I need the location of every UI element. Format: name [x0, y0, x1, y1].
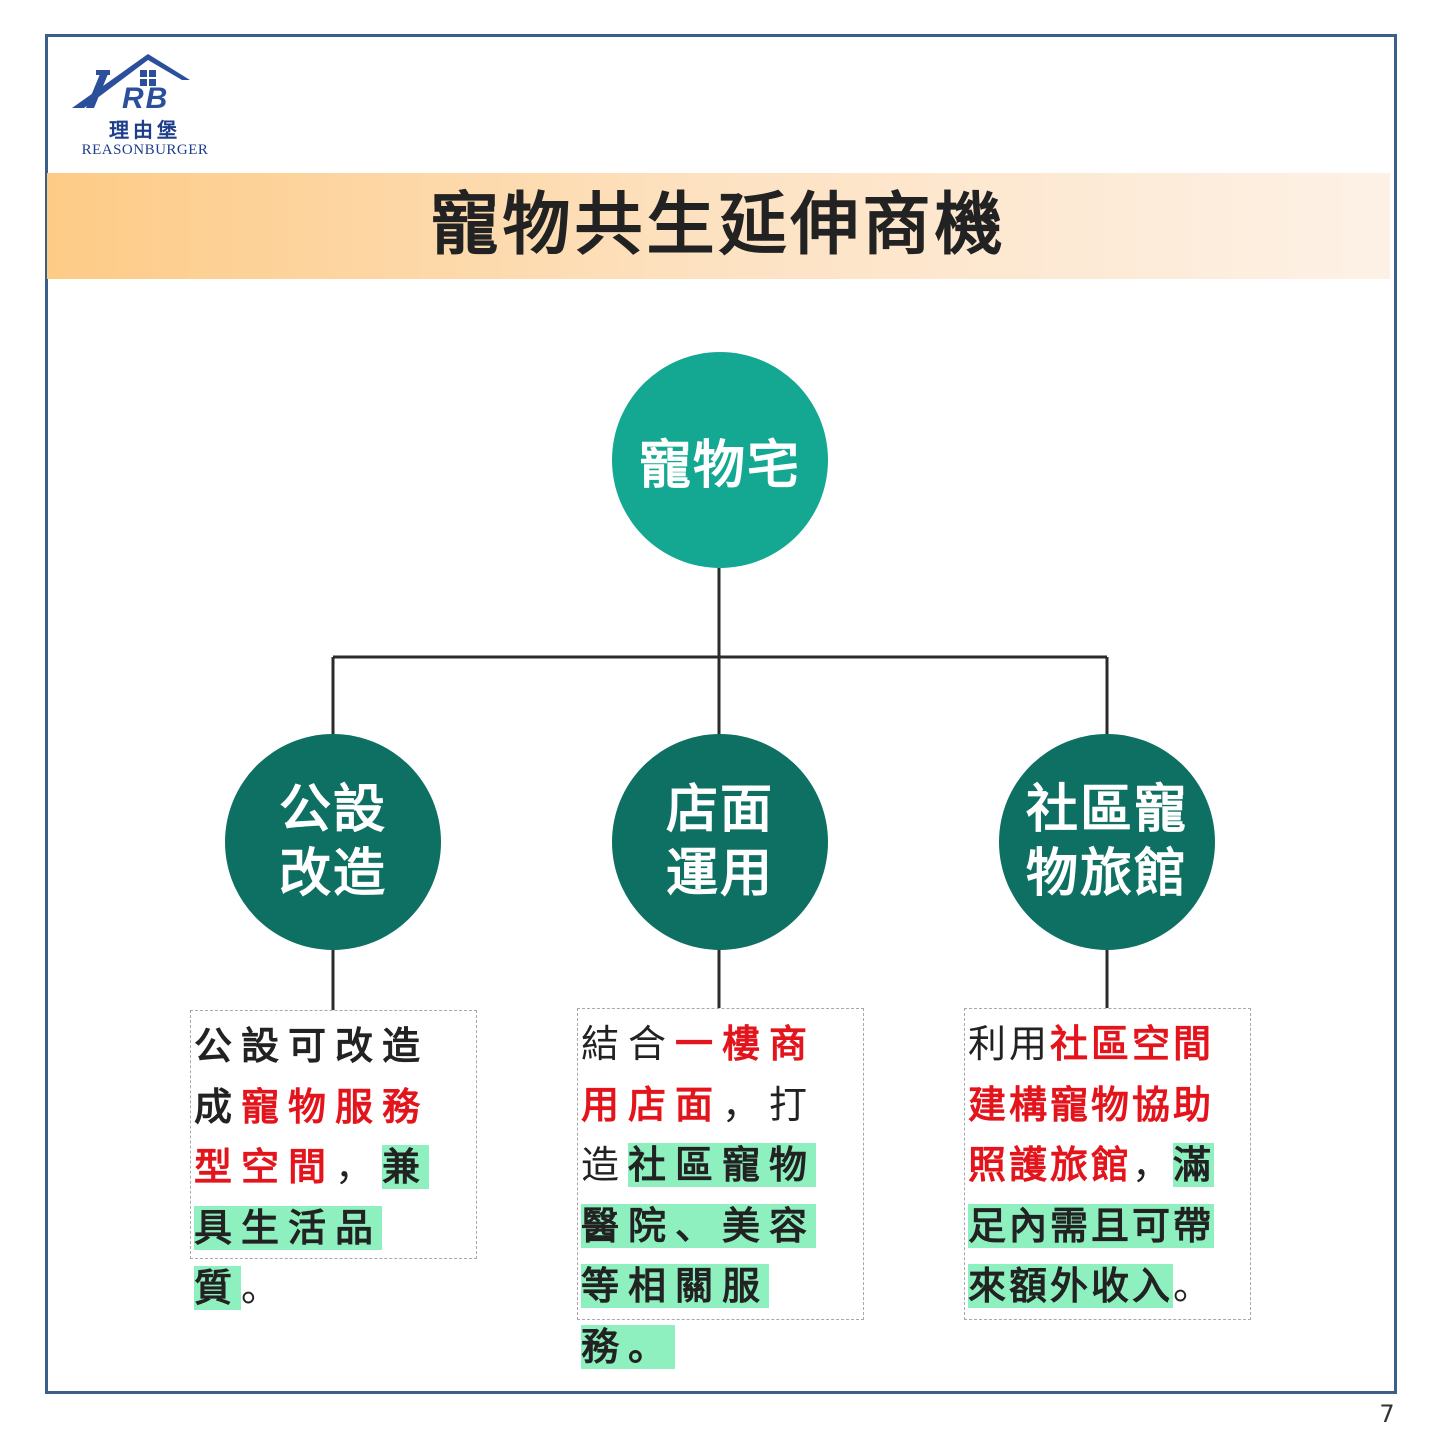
child-node-label-line: 運用: [665, 844, 774, 904]
child-node-label-line: 店面: [665, 780, 774, 840]
description-segment: 。: [241, 1266, 289, 1310]
description-box-storefront: 結合一樓商用店面，打造社區寵物醫院、美容等相關服務。: [577, 1008, 864, 1369]
house-logo-icon: RB: [72, 54, 190, 115]
logo-mark: RB: [122, 82, 169, 115]
child-node-storefront: 店面 運用: [612, 734, 828, 950]
logo-name-chinese: 理由堡: [109, 118, 181, 142]
description-segment: ，: [335, 1145, 383, 1189]
description-segment: ，: [1132, 1143, 1174, 1187]
page-title: 寵物共生延伸商機: [430, 186, 1007, 265]
description-segment: 結合: [581, 1022, 676, 1066]
description-segment: 利用: [968, 1022, 1051, 1066]
child-node-label-line: 公設: [278, 780, 387, 840]
company-logo: RB 理由堡 REASONBURGER: [70, 50, 220, 162]
description-box-pet-hotel: 利用社區空間建構寵物協助照護旅館，滿足內需且可帶來額外收入。: [964, 1008, 1251, 1320]
child-node-label-line: 社區寵: [1025, 780, 1188, 840]
description-segment: 。: [1173, 1264, 1215, 1308]
slide-frame: [45, 34, 1397, 1394]
root-node: 寵物宅: [612, 352, 828, 568]
description-segment: 公設可改造成: [194, 1024, 430, 1129]
logo-name-english: REASONBURGER: [81, 142, 209, 158]
description-segment-emphasis: 一樓商用店面: [581, 1022, 817, 1127]
description-segment-emphasis: 寵物服務型空間: [194, 1084, 430, 1190]
root-node-label: 寵物宅: [638, 435, 801, 496]
description-segment-highlight: 滿足內需且可帶來額外收入: [968, 1143, 1215, 1308]
description-box-public-facility: 公設可改造成寵物服務型空間，兼具生活品質。: [190, 1010, 477, 1310]
title-banner: 寵物共生延伸商機: [47, 173, 1390, 279]
page-number: 7: [1379, 1400, 1395, 1428]
child-node-label-line: 改造: [278, 844, 387, 904]
child-node-pet-hotel: 社區寵 物旅館: [999, 734, 1215, 950]
description-segment-emphasis: 社區空間建構寵物協助照護旅館: [968, 1022, 1215, 1187]
description-segment: ，打造: [581, 1082, 817, 1188]
child-node-label-line: 物旅館: [1025, 844, 1188, 904]
child-node-public-facility: 公設 改造: [225, 734, 441, 950]
